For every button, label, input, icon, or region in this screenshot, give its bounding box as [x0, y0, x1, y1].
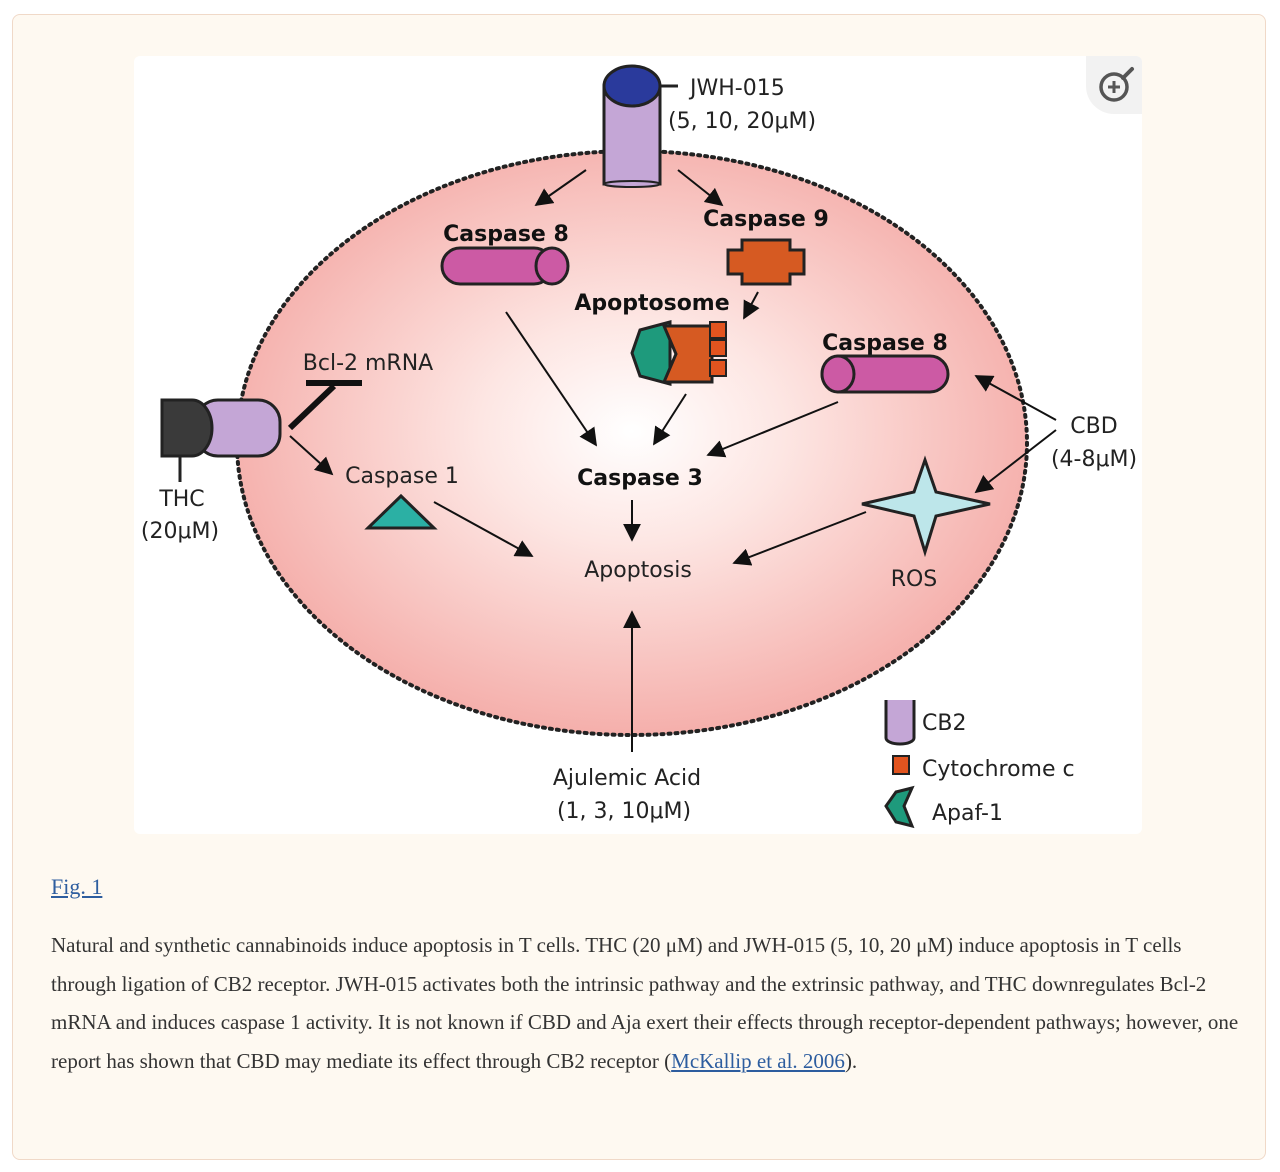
zoom-button[interactable] [1086, 56, 1142, 114]
legend: CB2 Cytochrome c Apaf-1 [884, 700, 1075, 829]
reference-link[interactable]: McKallip et al. 2006 [671, 1048, 845, 1073]
caspase1-shape [364, 493, 438, 530]
apaf1-icon [884, 785, 915, 829]
cb2-receptor-icon [884, 700, 916, 746]
figure-link[interactable]: Fig. 1 [51, 874, 103, 899]
ajulemic-acid-dose-label: (1, 3, 10μM) [557, 799, 691, 824]
jwh015-cb2-receptor [602, 64, 678, 188]
ajulemic-acid-label: Ajulemic Acid [553, 766, 701, 791]
apoptosis-diagram: JWH-015 (5, 10, 20μM) Caspase 8 Caspase … [141, 64, 1137, 829]
ros-label: ROS [891, 567, 938, 592]
apoptosome-label: Apoptosome [574, 291, 729, 316]
caspase9-label: Caspase 9 [703, 207, 829, 232]
zoom-in-icon [1099, 67, 1134, 102]
bcl2-mrna-label: Bcl-2 mRNA [303, 351, 433, 376]
ros-shape [861, 455, 991, 558]
thc-dose-label: (20μM) [141, 519, 219, 544]
cytochrome-c-icon [892, 755, 910, 775]
jwh015-label: JWH-015 [688, 76, 785, 101]
apoptosome-shape [630, 320, 727, 386]
caption-text-end: ). [844, 1048, 858, 1073]
apoptosis-label: Apoptosis [584, 558, 692, 583]
legend-label-apaf1: Apaf-1 [932, 801, 1003, 826]
cbd-dose-label: (4-8μM) [1051, 447, 1137, 472]
caspase3-label: Caspase 3 [577, 466, 703, 491]
thc-cb2-receptor [160, 398, 282, 482]
legend-label-cb2: CB2 [922, 711, 966, 736]
caspase8-right-shape [820, 354, 950, 394]
caspase9-shape [726, 238, 806, 286]
thc-label: THC [158, 487, 204, 512]
figure-caption: Natural and synthetic cannabinoids induc… [51, 926, 1241, 1080]
figure-image[interactable]: JWH-015 (5, 10, 20μM) Caspase 8 Caspase … [134, 56, 1142, 834]
legend-label-cytochrome-c: Cytochrome c [922, 757, 1075, 782]
cbd-label: CBD [1070, 414, 1117, 439]
caspase8-top-shape [440, 246, 570, 286]
caption-text: Natural and synthetic cannabinoids induc… [51, 933, 1239, 1073]
caspase8-top-label: Caspase 8 [443, 222, 569, 247]
jwh015-dose-label: (5, 10, 20μM) [668, 109, 816, 134]
caspase8-right-label: Caspase 8 [822, 331, 948, 356]
caspase1-label: Caspase 1 [345, 464, 459, 489]
